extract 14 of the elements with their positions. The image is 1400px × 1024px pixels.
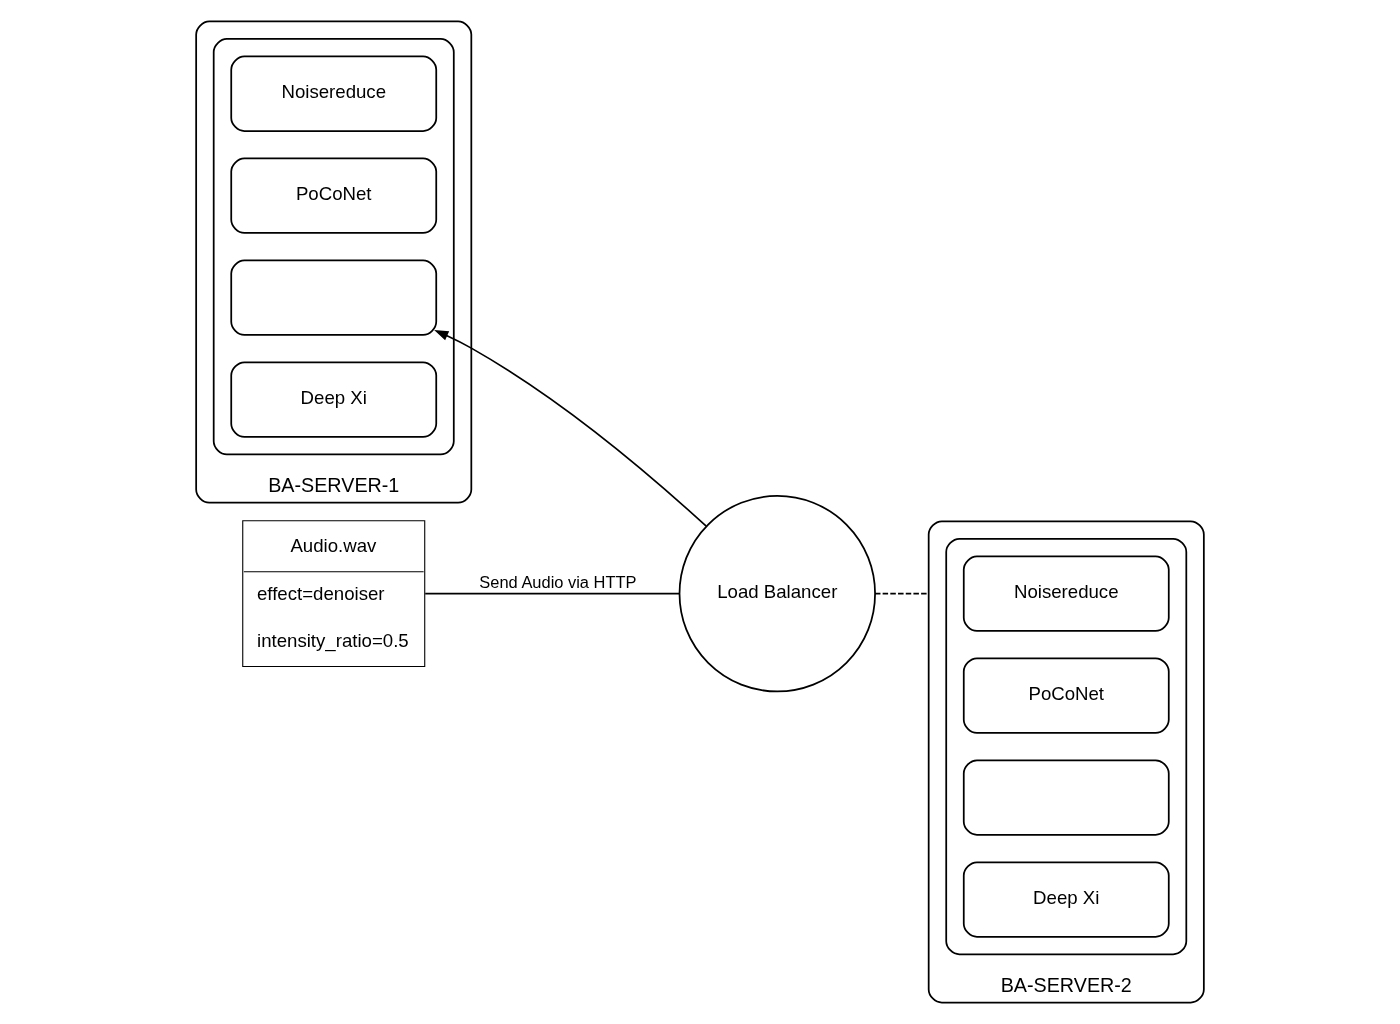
cluster [945,538,1188,956]
connector [424,592,681,595]
node-circle: Load Balancer [678,495,876,693]
node-box [962,759,1170,836]
arrow [434,329,708,528]
connector [874,592,930,595]
node-box: PoCoNet [230,157,438,234]
node-box: Deep Xi [230,361,438,438]
node-box: Noisereduce [962,555,1170,632]
node-box: PoCoNet [962,657,1170,734]
node-box [230,259,438,336]
edge-label: Send Audio via HTTP [479,573,637,592]
node-box: Deep Xi [962,861,1170,938]
node-box: Noisereduce [230,55,438,132]
